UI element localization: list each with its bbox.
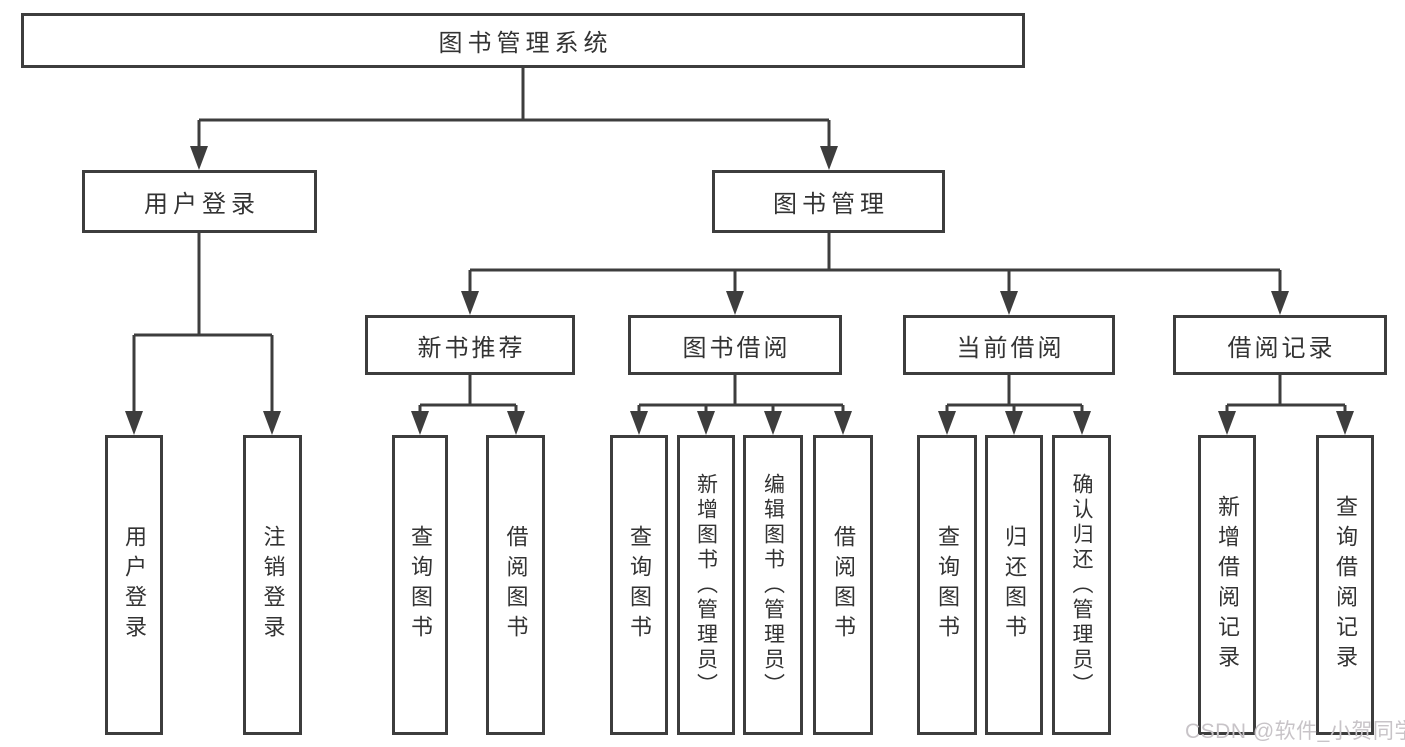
leaf-query-borrow-record: 查询借阅记录 xyxy=(1316,435,1374,735)
arrow-down-icon xyxy=(834,411,852,435)
arrow-down-icon xyxy=(411,411,429,435)
arrow-down-icon xyxy=(726,291,744,315)
leaf-confirm-return-admin: 确认归还（管理员） xyxy=(1052,435,1111,735)
arrow-down-icon xyxy=(125,411,143,435)
node-book-borrowing: 图书借阅 xyxy=(628,315,842,375)
arrow-down-icon xyxy=(263,411,281,435)
arrow-down-icon xyxy=(1336,411,1354,435)
arrow-down-icon xyxy=(697,411,715,435)
leaf-query-books-borrowing: 查询图书 xyxy=(610,435,668,735)
arrow-down-icon xyxy=(630,411,648,435)
node-new-book-recommendation: 新书推荐 xyxy=(365,315,575,375)
leaf-label: 编辑图书（管理员） xyxy=(761,472,785,698)
leaf-edit-books-admin: 编辑图书（管理员） xyxy=(743,435,803,735)
leaf-label: 查询借阅记录 xyxy=(1333,495,1358,675)
node-label: 新书推荐 xyxy=(417,334,526,362)
arrow-down-icon xyxy=(1218,411,1236,435)
leaf-add-books-admin: 新增图书（管理员） xyxy=(677,435,735,735)
leaf-label: 注销登录 xyxy=(260,525,286,645)
arrow-down-icon xyxy=(820,146,838,170)
leaf-label: 用户登录 xyxy=(122,525,147,645)
leaf-user-login: 用户登录 xyxy=(105,435,163,735)
leaf-add-borrow-record: 新增借阅记录 xyxy=(1198,435,1256,735)
leaf-label: 查询图书 xyxy=(935,525,960,645)
leaf-query-books-current: 查询图书 xyxy=(917,435,977,735)
arrow-down-icon xyxy=(764,411,782,435)
leaf-logout: 注销登录 xyxy=(243,435,302,735)
arrow-down-icon xyxy=(190,146,208,170)
leaf-label: 确认归还（管理员） xyxy=(1070,472,1093,698)
arrow-down-icon xyxy=(938,411,956,435)
leaf-label: 借阅图书 xyxy=(503,525,529,645)
leaf-label: 查询图书 xyxy=(627,525,652,645)
arrow-down-icon xyxy=(1073,411,1091,435)
leaf-borrow-books-recommend: 借阅图书 xyxy=(486,435,545,735)
leaf-label: 新增借阅记录 xyxy=(1215,495,1240,675)
node-borrowing-records: 借阅记录 xyxy=(1173,315,1387,375)
node-library-management-system: 图书管理系统 xyxy=(21,13,1025,68)
leaf-query-books-recommend: 查询图书 xyxy=(392,435,448,735)
leaf-label: 新增图书（管理员） xyxy=(694,472,718,698)
arrow-down-icon xyxy=(461,291,479,315)
leaf-label: 借阅图书 xyxy=(831,525,856,645)
leaf-borrow-books: 借阅图书 xyxy=(813,435,873,735)
node-label: 图书借阅 xyxy=(682,334,791,362)
leaf-return-books: 归还图书 xyxy=(985,435,1043,735)
node-label: 当前借阅 xyxy=(956,334,1065,362)
node-label: 用户登录 xyxy=(144,191,260,218)
node-label: 借阅记录 xyxy=(1227,334,1336,362)
node-user-login-branch: 用户登录 xyxy=(82,170,317,233)
arrow-down-icon xyxy=(1005,411,1023,435)
arrow-down-icon xyxy=(1271,291,1289,315)
watermark-text: CSDN @软件_小贺同学 xyxy=(1185,720,1405,743)
node-label: 图书管理 xyxy=(773,191,889,218)
leaf-label: 归还图书 xyxy=(1002,525,1027,645)
node-book-management: 图书管理 xyxy=(712,170,945,233)
arrow-down-icon xyxy=(507,411,525,435)
node-label: 图书管理系统 xyxy=(438,30,613,57)
arrow-down-icon xyxy=(1000,291,1018,315)
node-current-borrowing: 当前借阅 xyxy=(903,315,1115,375)
leaf-label: 查询图书 xyxy=(408,525,433,645)
